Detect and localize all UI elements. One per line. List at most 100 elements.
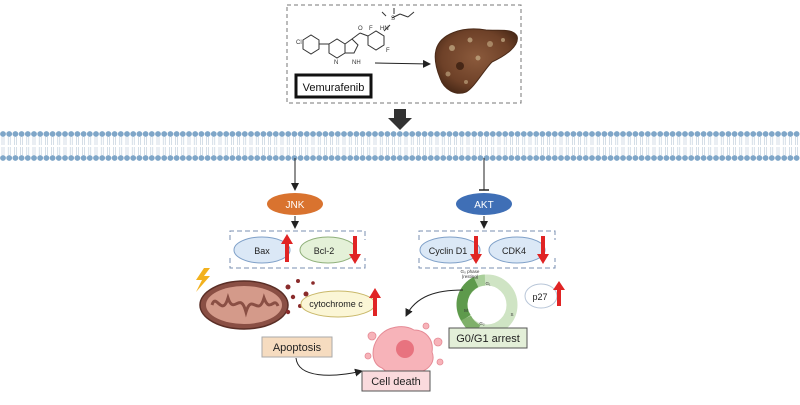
lipid-head	[49, 131, 56, 137]
chem-label-f2: F	[386, 48, 390, 54]
lipid-head	[217, 131, 223, 137]
lipid-head	[130, 131, 137, 137]
lipid-head	[266, 131, 273, 137]
cyclin-d1-node	[419, 236, 481, 264]
lipid-head	[62, 131, 68, 137]
g0g1-arrest-label: G0/G1 arrest	[456, 333, 520, 345]
lipid-tail	[491, 147, 495, 155]
lipid-head	[762, 131, 769, 137]
lipid-head	[564, 155, 571, 161]
lipid-tail	[150, 147, 154, 155]
lipid-tail	[107, 147, 110, 155]
lipid-head	[632, 131, 639, 137]
lipid-tail	[547, 147, 550, 155]
lipid-tail	[63, 147, 67, 155]
lipid-head	[322, 155, 329, 161]
lipid-head	[378, 155, 385, 161]
lipid-head	[49, 155, 56, 161]
lipid-head	[477, 131, 484, 137]
lipid-head	[756, 131, 763, 137]
lipid-head	[452, 155, 459, 161]
lipid-head	[415, 131, 422, 137]
lipid-head	[434, 131, 440, 137]
lipid-tail	[218, 137, 222, 145]
lipid-head	[291, 155, 298, 161]
lipid-head	[533, 131, 540, 137]
lipid-tail	[14, 137, 17, 145]
lipid-head	[694, 155, 701, 161]
lipid-head	[186, 155, 192, 161]
lipid-head	[576, 131, 583, 137]
cell-membrane	[0, 131, 800, 161]
lipid-head	[744, 155, 750, 161]
lipid-head	[18, 155, 25, 161]
lipid-tail	[206, 147, 209, 155]
lipid-head	[551, 155, 558, 161]
lipid-head	[155, 155, 161, 161]
lipid-head	[99, 131, 106, 137]
lipid-head	[24, 131, 31, 137]
lipid-tail	[113, 137, 116, 145]
liver-icon	[434, 28, 518, 94]
lipid-tail	[479, 137, 482, 145]
lipid-tail	[671, 147, 674, 155]
phase-m: M	[464, 308, 468, 313]
lipid-tail	[398, 137, 402, 145]
lipid-tail	[733, 137, 736, 145]
lipid-head	[737, 155, 744, 161]
lipid-head	[638, 131, 645, 137]
lipid-tail	[596, 147, 600, 155]
lipid-tail	[348, 147, 352, 155]
lipid-tail	[634, 137, 637, 145]
lipid-head	[86, 155, 93, 161]
lipid-tail	[565, 147, 569, 155]
lipid-tail	[410, 137, 414, 145]
lipid-tail	[627, 137, 631, 145]
lipid-tail	[187, 147, 191, 155]
lipid-head	[620, 155, 626, 161]
lipid-tail	[45, 137, 48, 145]
lipid-head	[86, 131, 93, 137]
lipid-tail	[20, 147, 23, 155]
lipid-tail	[249, 137, 253, 145]
lipid-tail	[193, 137, 197, 145]
lipid-head	[167, 155, 174, 161]
lipid-tail	[255, 147, 259, 155]
lipid-head	[179, 155, 186, 161]
bax-label: Bax	[254, 246, 270, 256]
lipid-head	[117, 131, 124, 137]
lipid-tail	[131, 137, 135, 145]
lipid-head	[446, 131, 453, 137]
lipid-tail	[324, 147, 327, 155]
lipid-tail	[491, 137, 495, 145]
lipid-tail	[429, 137, 433, 145]
lipid-tail	[410, 147, 414, 155]
lipid-tail	[497, 137, 501, 145]
lipid-tail	[373, 137, 377, 145]
lipid-tail	[88, 137, 92, 145]
lipid-head	[527, 131, 533, 137]
lipid-head	[285, 155, 292, 161]
lipid-tail	[770, 137, 774, 145]
lipid-tail	[14, 147, 17, 155]
lipid-head	[291, 131, 298, 137]
lipid-head	[719, 131, 726, 137]
lipid-tail	[386, 137, 389, 145]
lipid-head	[539, 155, 546, 161]
lipid-head	[396, 131, 403, 137]
lipid-tail	[237, 147, 240, 155]
lipid-head	[55, 155, 62, 161]
lipid-tail	[162, 137, 166, 145]
chem-label-cl: Cl	[296, 40, 302, 46]
lipid-head	[148, 131, 155, 137]
lipid-head	[595, 131, 602, 137]
lipid-head	[272, 155, 279, 161]
lipid-tail	[646, 147, 650, 155]
lipid-tail	[144, 137, 147, 145]
lipid-tail	[392, 147, 395, 155]
lipid-tail	[317, 137, 321, 145]
lipid-head	[421, 131, 428, 137]
lipid-head	[471, 155, 478, 161]
lipid-tail	[522, 137, 526, 145]
lipid-head	[161, 155, 168, 161]
